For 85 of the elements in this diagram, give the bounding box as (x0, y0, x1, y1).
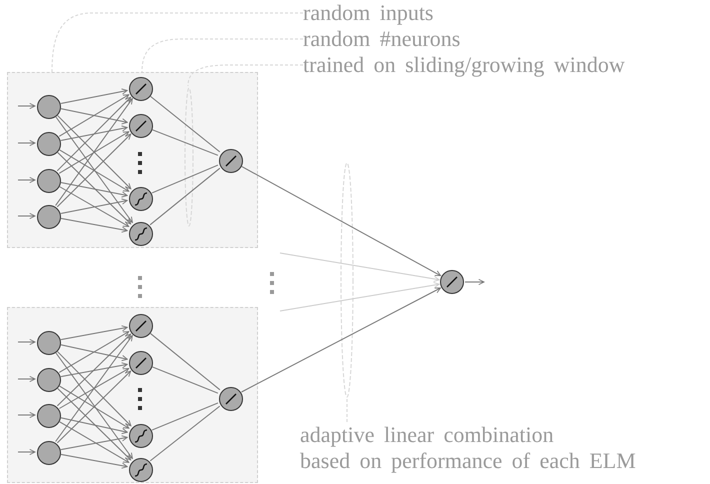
neuron-circle (129, 424, 153, 448)
arrow (56, 152, 132, 224)
arrow (280, 282, 440, 312)
arrow (58, 331, 130, 373)
neuron-circle (219, 149, 243, 173)
arrow (56, 334, 132, 406)
neuron-circle (37, 404, 61, 428)
grouping-ellipse (184, 87, 194, 227)
leader-line (188, 64, 304, 86)
connection-line (152, 402, 218, 431)
arrow (60, 126, 128, 141)
neuron-circle (129, 114, 153, 138)
network-panel (7, 72, 258, 248)
arrow (18, 176, 36, 184)
connection-line (150, 96, 220, 152)
neuron-circle (37, 205, 61, 229)
neuron-circle (440, 270, 464, 294)
leader-line (346, 398, 348, 422)
arrow (58, 385, 130, 429)
arrow (55, 98, 133, 206)
arrow (60, 454, 128, 469)
neuron-circle (129, 222, 153, 246)
arrow (18, 212, 36, 220)
leader-line (142, 38, 304, 72)
arrow (60, 435, 128, 450)
neuron-circle (37, 331, 61, 355)
arrow (60, 325, 128, 340)
arrow (60, 417, 128, 434)
neuron-circle (129, 77, 153, 101)
arrow (58, 149, 130, 192)
arrow (240, 166, 442, 276)
connection-line (152, 164, 218, 194)
arrow (56, 370, 132, 444)
arrow (55, 116, 133, 223)
annotation-line: random inputs (303, 0, 434, 26)
arrow (56, 114, 132, 190)
arrow (58, 421, 130, 463)
neuron-circle (219, 387, 243, 411)
arrow (56, 388, 132, 460)
neuron-circle (37, 441, 61, 465)
neuron-circle (129, 314, 153, 338)
neuron-circle (37, 95, 61, 119)
arrow (18, 102, 36, 110)
arrow (60, 362, 128, 378)
annotation-line: random #neurons (303, 26, 462, 52)
arrow (464, 278, 484, 286)
arrow (55, 352, 133, 459)
connection-line (150, 406, 220, 462)
arrow (56, 134, 132, 208)
arrow (58, 368, 130, 409)
grouping-ellipse (340, 162, 354, 398)
annotation-line: adaptive linear combination (300, 422, 555, 448)
arrow (60, 218, 128, 233)
neuron-circle (129, 187, 153, 211)
arrow (18, 376, 36, 382)
arrow (55, 335, 133, 442)
arrow (60, 88, 128, 104)
arrow (241, 288, 441, 392)
arrow (18, 412, 36, 418)
arrow (18, 448, 36, 456)
annotation-line: trained on sliding/growing window (303, 52, 626, 78)
connection-line (152, 129, 218, 156)
neuron-circle (129, 458, 153, 482)
arrow (58, 94, 130, 137)
arrow (18, 338, 36, 346)
arrow (58, 186, 130, 227)
leader-line (52, 12, 304, 72)
neuron-circle (129, 351, 153, 375)
connection-line (152, 366, 218, 394)
arrow (58, 131, 130, 174)
arrow (18, 140, 36, 146)
connection-line (150, 168, 220, 226)
neuron-circle (37, 132, 61, 156)
arrow (56, 350, 132, 426)
network-panel (7, 307, 258, 483)
neuron-circle (37, 368, 61, 392)
arrow (60, 198, 128, 214)
annotation-line: based on performance of each ELM (300, 448, 637, 474)
arrow (56, 96, 132, 172)
arrow (280, 252, 440, 282)
arrow (60, 108, 128, 124)
connection-line (150, 332, 220, 390)
arrow (60, 182, 128, 198)
neuron-circle (37, 169, 61, 193)
arrow (60, 344, 128, 362)
